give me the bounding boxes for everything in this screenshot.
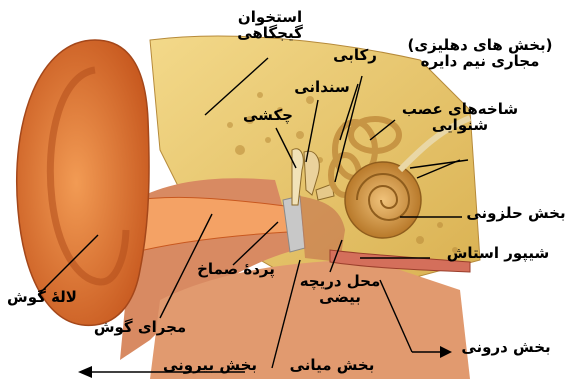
label-incus: سندانی [288, 80, 356, 96]
label-ear-canal: مجرای گوش [92, 320, 188, 336]
label-malleus: چکشی [238, 108, 298, 124]
label-temporal-bone: استخوان گیجگاهی [220, 10, 320, 42]
label-eustachian: شیپور استاش [428, 246, 568, 262]
label-stapes: رکابی [330, 48, 380, 64]
label-eardrum: پردهٔ صماخ [188, 262, 284, 278]
label-oval-window: محل دریچه بیضی [285, 274, 395, 306]
label-middle-ear: بخش میانی [282, 358, 382, 374]
label-vestibular-canals: (بخش های دهلیزی) مجاری نیم دایره [390, 38, 570, 70]
label-outer-ear: بخش بیرونی [150, 358, 270, 374]
label-auditory-nerve: شاخه‌های عصب شنوایی [400, 102, 520, 134]
label-inner-ear: بخش درونی [456, 340, 556, 356]
label-cochlea: بخش حلزونی [466, 206, 566, 222]
label-pinna: لالهٔ گوش [6, 290, 78, 306]
pinna [17, 40, 149, 325]
cochlea-shape [345, 162, 421, 238]
